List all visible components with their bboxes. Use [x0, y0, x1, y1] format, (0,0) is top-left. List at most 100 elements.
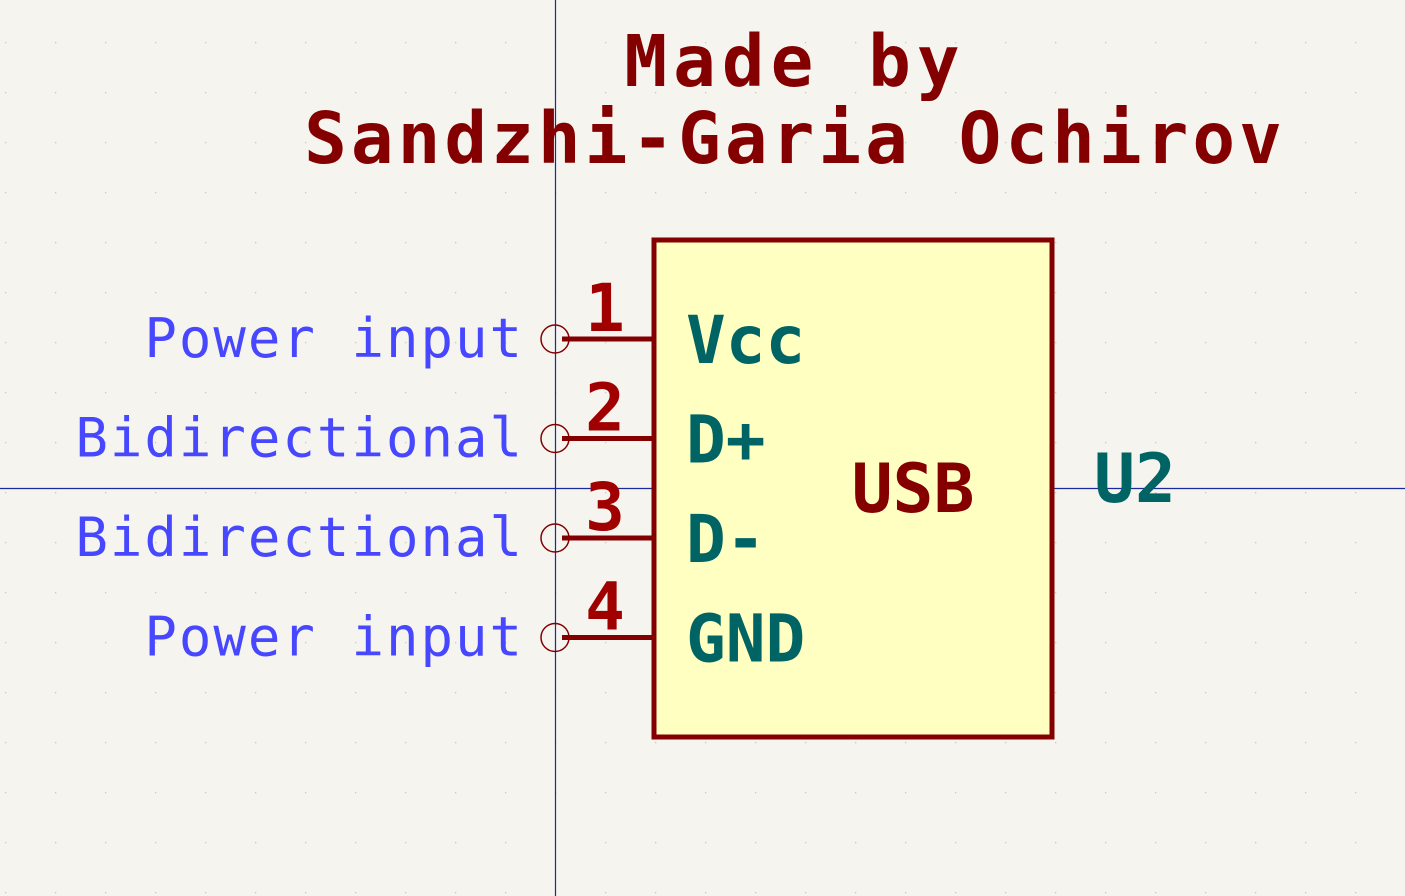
grid-dot — [805, 742, 807, 744]
grid-dot — [905, 42, 907, 44]
grid-dot — [355, 292, 357, 294]
note-line-2: Sandzhi-Garia Ochirov — [304, 97, 1286, 180]
grid-dot — [355, 492, 357, 494]
grid-dot — [405, 342, 407, 344]
grid-dot — [505, 92, 507, 94]
grid-dot — [505, 292, 507, 294]
grid-dot — [605, 392, 607, 394]
grid-dot — [1355, 392, 1357, 394]
grid-dot — [1205, 192, 1207, 194]
grid-dot — [505, 742, 507, 744]
grid-dot — [1355, 892, 1357, 894]
symbol-body[interactable] — [651, 237, 1055, 740]
grid-dot — [955, 42, 957, 44]
grid-dot — [1255, 592, 1257, 594]
grid-dot — [305, 342, 307, 344]
grid-dot — [55, 642, 57, 644]
grid-dot — [1305, 492, 1307, 494]
grid-dot — [55, 42, 57, 44]
grid-dot — [1355, 292, 1357, 294]
grid-dot — [905, 142, 907, 144]
symbol-reference[interactable]: U2 — [1094, 440, 1176, 519]
grid-dot — [355, 842, 357, 844]
text-note[interactable]: Made by Sandzhi-Garia Ochirov — [304, 20, 1286, 180]
pin-endpoint-icon[interactable] — [540, 622, 570, 653]
grid-dot — [5, 692, 7, 694]
grid-dot — [1355, 592, 1357, 594]
grid-dot — [155, 192, 157, 194]
grid-dot — [455, 142, 457, 144]
grid-dot — [1155, 292, 1157, 294]
grid-dot — [955, 92, 957, 94]
grid-dot — [105, 392, 107, 394]
grid-dot — [1305, 742, 1307, 744]
grid-dot — [1205, 792, 1207, 794]
grid-dot — [1205, 592, 1207, 594]
grid-dot — [1355, 542, 1357, 544]
grid-dot — [105, 442, 107, 444]
pin-name: Vcc — [686, 302, 805, 379]
grid-dot — [105, 142, 107, 144]
grid-dot — [755, 92, 757, 94]
grid-dot — [5, 92, 7, 94]
grid-dot — [1205, 392, 1207, 394]
grid-dot — [605, 792, 607, 794]
grid-dot — [505, 192, 507, 194]
grid-dot — [455, 342, 457, 344]
grid-dot — [455, 842, 457, 844]
pin-name: GND — [686, 601, 805, 678]
grid-dot — [105, 692, 107, 694]
grid-dot — [305, 842, 307, 844]
grid-dot — [1005, 892, 1007, 894]
grid-dot — [755, 892, 757, 894]
grid-dot — [205, 742, 207, 744]
pin-electrical-type: Bidirectional — [75, 506, 524, 569]
grid-dot — [205, 442, 207, 444]
grid-dot — [5, 242, 7, 244]
grid-dot — [355, 392, 357, 394]
grid-dot — [405, 492, 407, 494]
grid-dot — [355, 592, 357, 594]
grid-dot — [455, 292, 457, 294]
grid-dot — [305, 242, 307, 244]
pin-endpoint-icon[interactable] — [540, 423, 570, 454]
grid-dot — [105, 492, 107, 494]
pin-electrical-type: Power input — [144, 606, 524, 669]
grid-dot — [5, 142, 7, 144]
grid-dot — [505, 42, 507, 44]
grid-dot — [1205, 892, 1207, 894]
grid-dot — [1155, 92, 1157, 94]
grid-dot — [1305, 842, 1307, 844]
grid-dot — [1105, 642, 1107, 644]
grid-dot — [805, 792, 807, 794]
grid-dot — [5, 292, 7, 294]
grid-dot — [1055, 642, 1057, 644]
grid-dot — [605, 442, 607, 444]
grid-dot — [1155, 42, 1157, 44]
grid-dot — [1255, 542, 1257, 544]
grid-dot — [355, 142, 357, 144]
grid-dot — [955, 792, 957, 794]
grid-dot — [1055, 442, 1057, 444]
grid-dot — [1255, 492, 1257, 494]
grid-dot — [355, 92, 357, 94]
grid-dot — [1105, 42, 1107, 44]
grid-dot — [55, 192, 57, 194]
grid-dot — [105, 892, 107, 894]
grid-dot — [255, 542, 257, 544]
pin-endpoint-icon[interactable] — [540, 523, 570, 553]
grid-dot — [405, 392, 407, 394]
grid-dot — [255, 592, 257, 594]
symbol-value[interactable]: USB — [852, 450, 975, 529]
grid-dot — [1055, 592, 1057, 594]
grid-dot — [605, 692, 607, 694]
grid-dot — [1155, 842, 1157, 844]
pin-endpoint-icon[interactable] — [540, 324, 570, 354]
grid-dot — [1355, 242, 1357, 244]
